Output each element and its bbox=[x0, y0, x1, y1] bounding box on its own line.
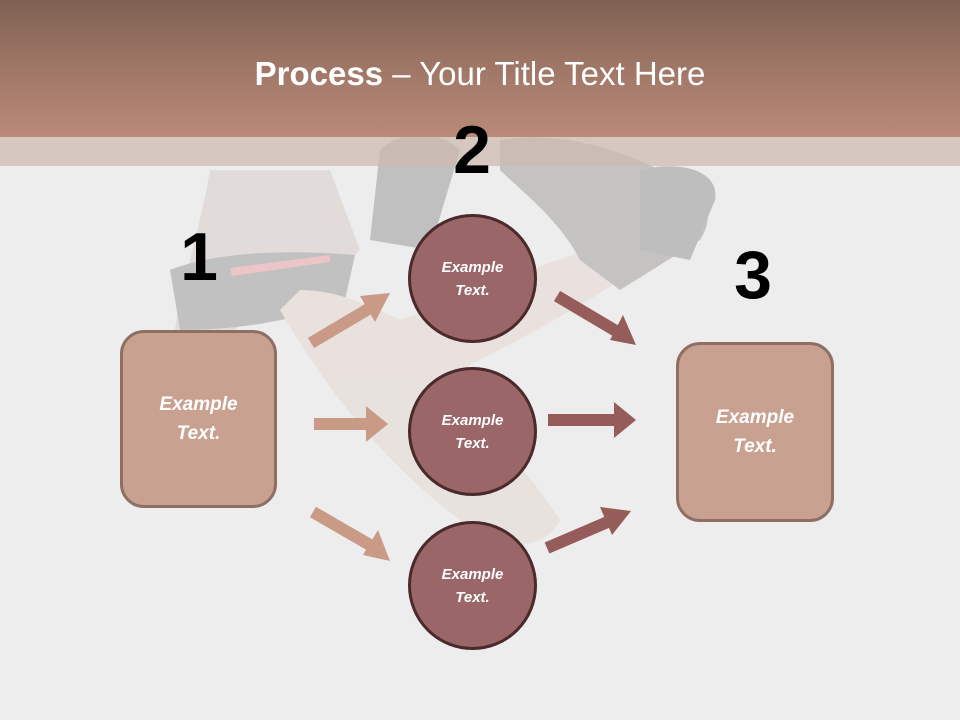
page-title: Process – Your Title Text Here bbox=[0, 54, 960, 94]
title-bold: Process bbox=[254, 55, 384, 92]
arrow-right-down bbox=[553, 290, 636, 345]
arrow-right-up bbox=[544, 507, 631, 554]
circle-middle-label: Example Text. bbox=[441, 411, 504, 452]
step-3-label: Example Text. bbox=[715, 407, 795, 457]
step-number-1: 1 bbox=[180, 219, 218, 295]
circle-bottom-label: Example Text. bbox=[441, 565, 504, 606]
title-header bbox=[0, 0, 960, 137]
arrow-left-up bbox=[307, 293, 390, 349]
step-2-circle-bottom[interactable]: Example Text. bbox=[408, 521, 537, 650]
step-2-circle-middle[interactable]: Example Text. bbox=[408, 367, 537, 496]
arrow-right-mid bbox=[548, 402, 636, 438]
step-1-box[interactable]: Example Text. bbox=[120, 330, 277, 508]
step-1-label: Example Text. bbox=[159, 394, 238, 444]
step-2-circle-top[interactable]: Example Text. bbox=[408, 214, 537, 343]
arrow-left-down bbox=[309, 506, 390, 561]
step-number-2: 2 bbox=[453, 112, 491, 188]
title-rest: – Your Title Text Here bbox=[383, 55, 706, 92]
step-number-3: 3 bbox=[734, 237, 772, 313]
header-band bbox=[0, 137, 960, 166]
circle-top-label: Example Text. bbox=[441, 258, 504, 299]
arrow-left-mid bbox=[314, 406, 388, 442]
step-3-box[interactable]: Example Text. bbox=[676, 342, 834, 522]
